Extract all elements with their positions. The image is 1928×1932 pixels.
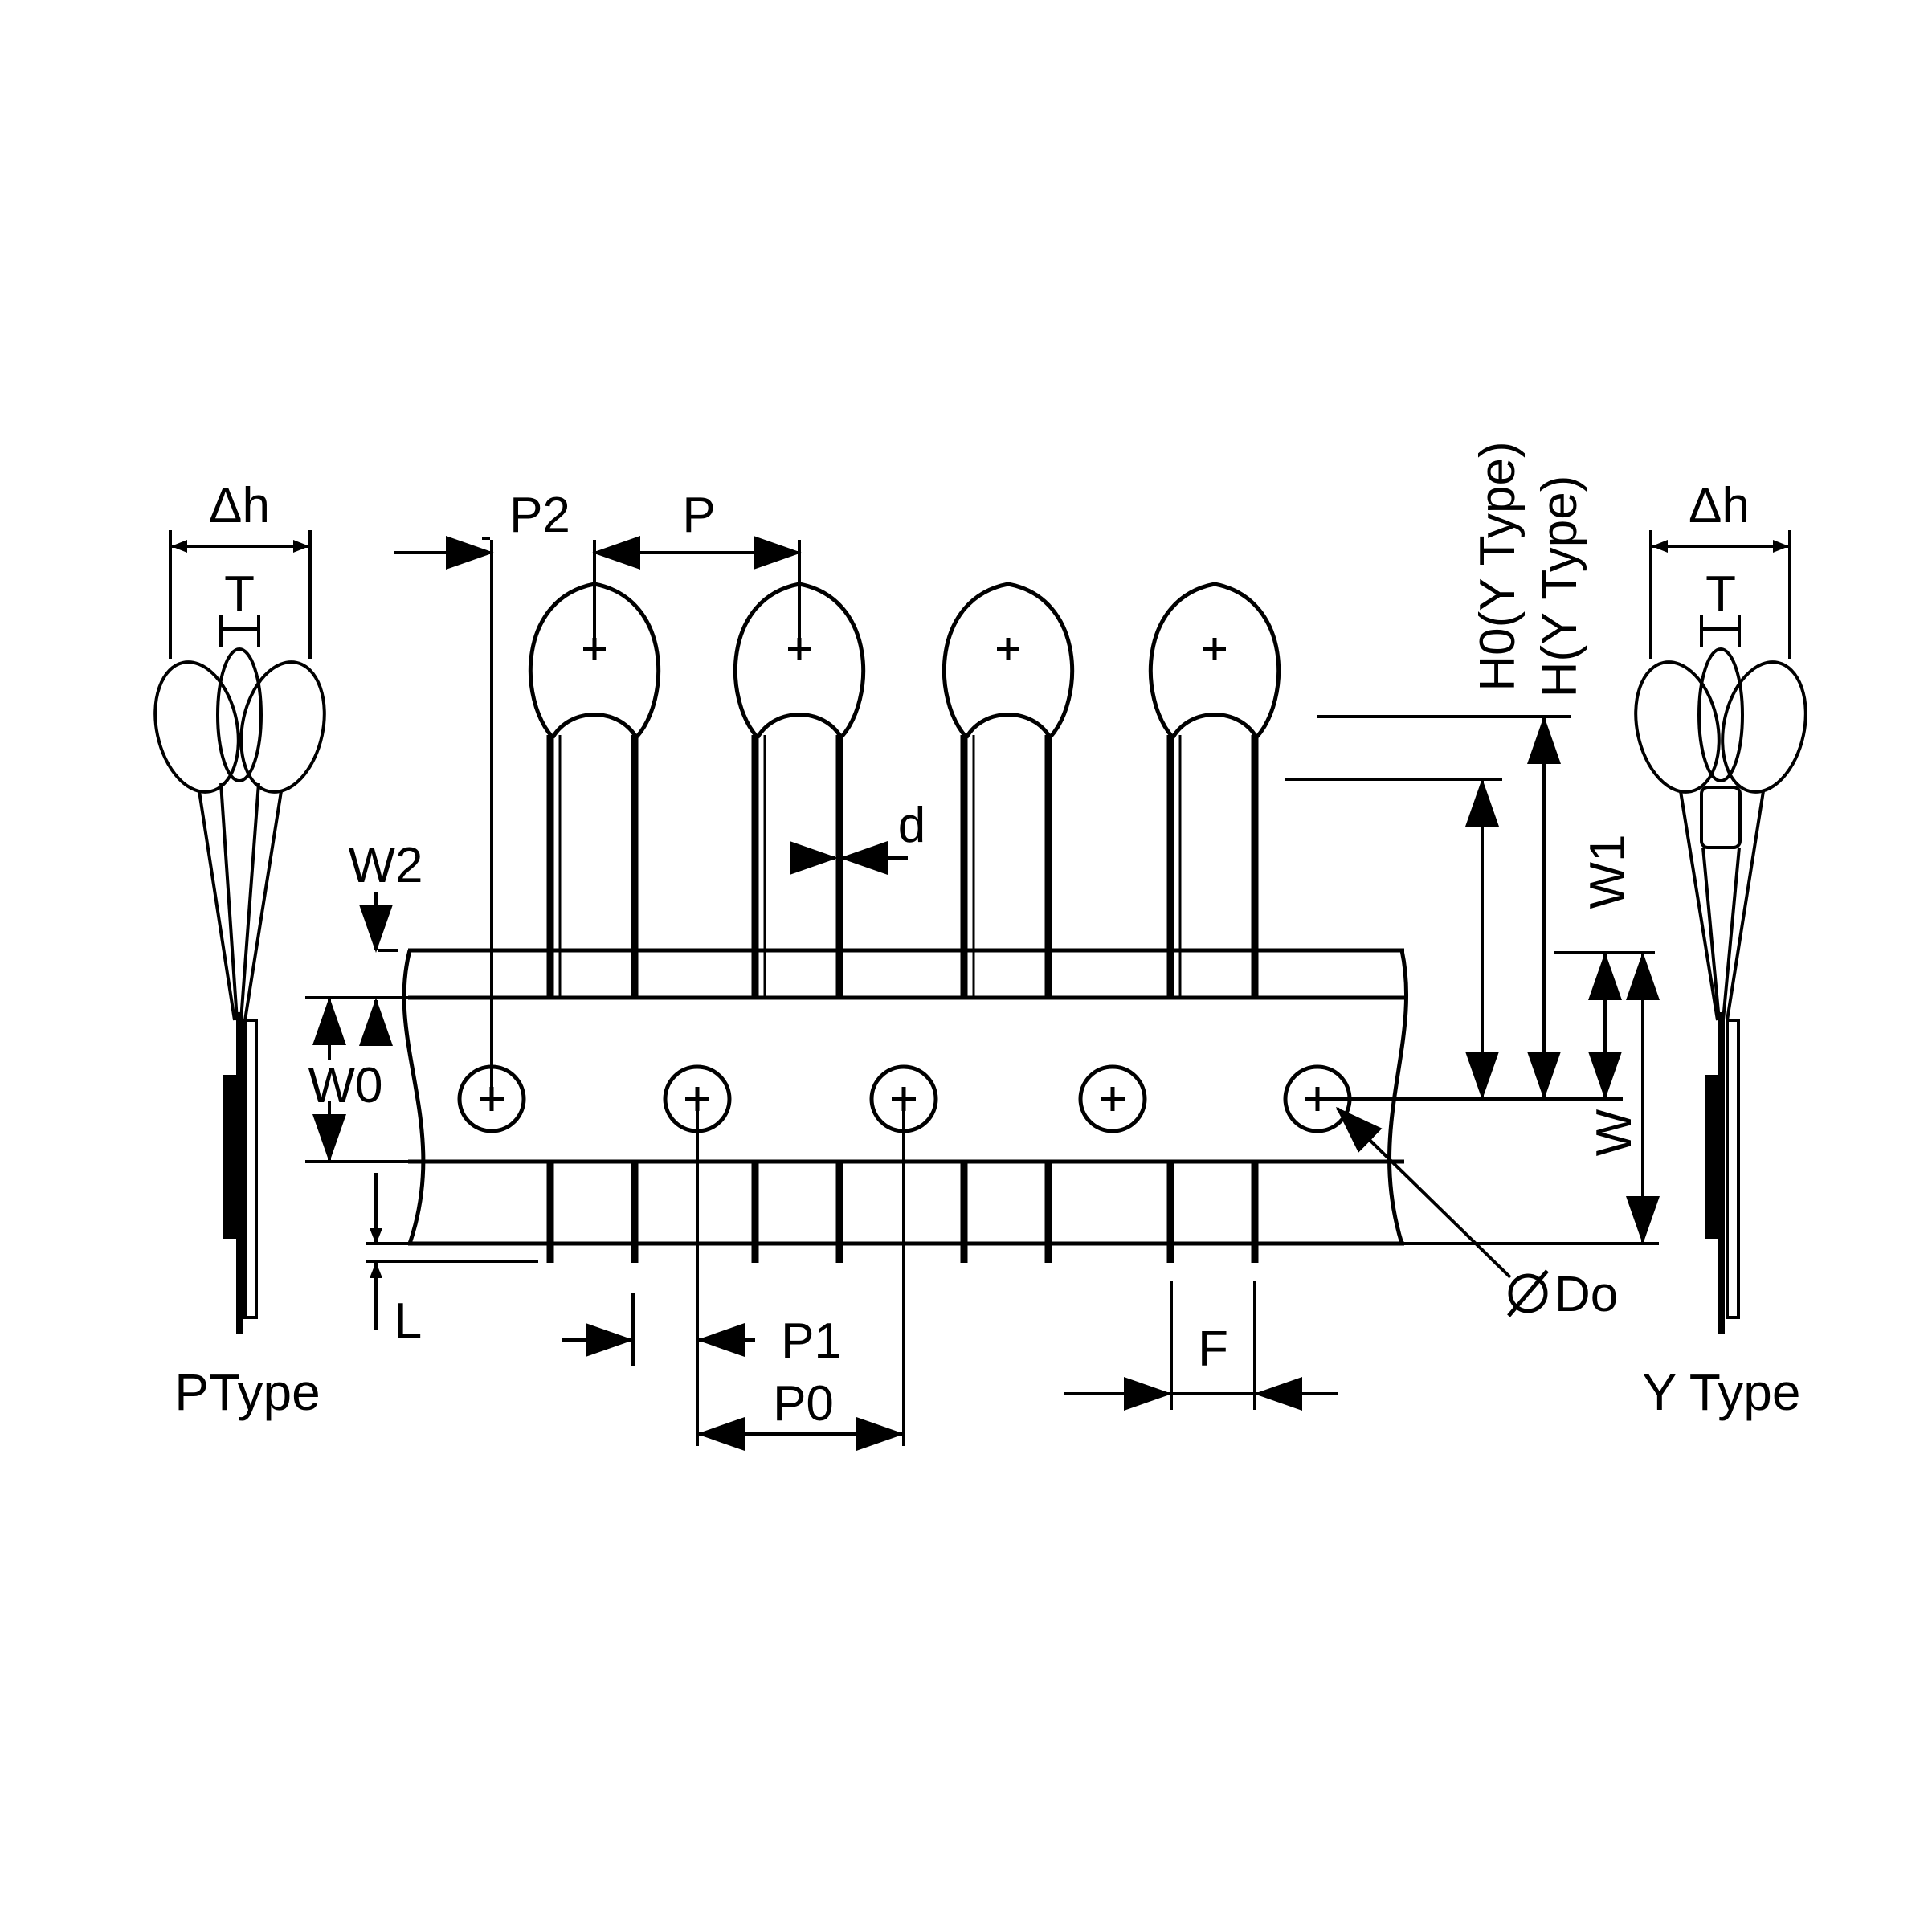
p-type-hold-tape [223,1075,239,1239]
label-w1: W1 [1580,835,1636,909]
y-type-body-center [1697,647,1744,782]
label-d: d [898,798,925,853]
p-type-body-left [153,660,240,794]
label-t-y: T [1705,566,1736,622]
p-type-side-view [153,530,326,1334]
y-type-leads [1679,790,1765,1021]
capacitor-body-base [755,713,844,739]
diameter-icon [1508,1273,1548,1313]
y-type-kink [1700,786,1742,849]
diameter-slash [1507,1269,1549,1317]
label-do-group: Do [1507,1267,1618,1322]
p-type-body-center [216,647,263,782]
capacitor-body-base [550,713,639,739]
label-t-p: T [224,566,255,622]
label-p2: P2 [509,488,570,543]
label-w0: W0 [308,1058,383,1113]
label-delta-h-y: Δh [1689,478,1750,533]
p-type-body-right [239,660,326,794]
label-h: H(Y Type) [1532,476,1587,698]
label-w2: W2 [349,838,423,893]
p-type-tape [243,1019,258,1319]
capacitor-3 [942,582,1075,1263]
capacitor-body-base [964,713,1052,739]
carrier-tape [402,948,1409,1246]
label-h0: H0(Y Type) [1470,441,1526,691]
capacitor-components [528,582,1281,1263]
y-type-tape [1726,1019,1740,1319]
label-w: W [1587,1109,1642,1156]
label-p1: P1 [781,1313,842,1369]
dim-do-leader [1335,1106,1512,1279]
capacitor-4 [1148,582,1281,1263]
caption-p-type: PType [174,1363,320,1421]
sprocket-hole-4 [1078,1064,1147,1133]
y-type-body-left [1634,660,1721,794]
sprocket-holes [457,1064,1352,1133]
p-type-leads [198,782,283,1021]
capacitor-body [1148,582,1281,739]
capacitor-body [942,582,1075,739]
label-p: P [682,488,715,543]
capacitor-1 [528,582,661,1263]
sprocket-hole [1078,1064,1147,1133]
y-type-hold-tape [1705,1075,1722,1239]
y-type-body-right [1721,660,1808,794]
tape-break-left [402,950,426,1244]
label-do: Do [1554,1267,1618,1322]
label-delta-h-p: Δh [209,478,270,533]
label-f: F [1198,1321,1228,1377]
label-l: L [394,1293,422,1349]
label-p0: P0 [773,1376,834,1432]
dimension-lines [305,536,1660,1451]
capacitor-body-base [1170,713,1259,739]
dimension-labels: Δh T Δh T P2 P d W2 W0 L P1 P0 F Do W1 W… [174,441,1800,1432]
tape-break-right [1387,950,1409,1244]
caption-y-type: Y Type [1643,1363,1801,1421]
y-type-side-view [1634,530,1808,1334]
